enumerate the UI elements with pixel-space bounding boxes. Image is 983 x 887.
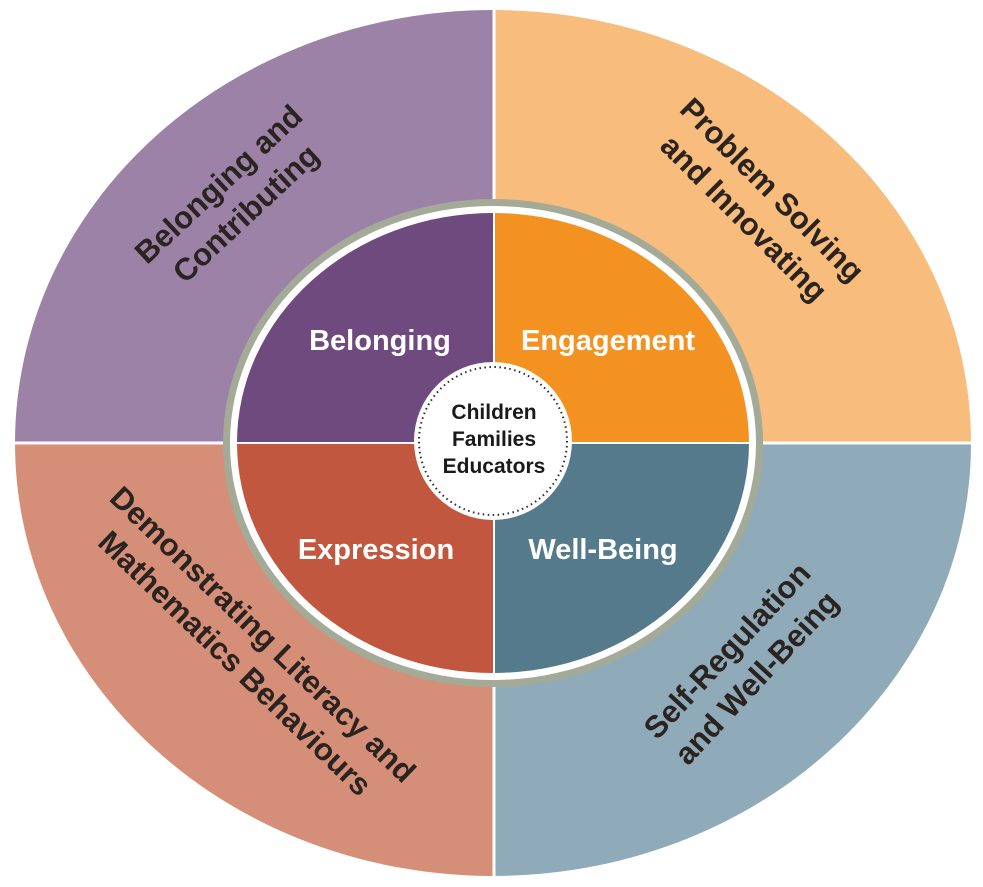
inner-label-well-being: Well-Being: [528, 534, 677, 566]
center-circle-dotted-border: [418, 366, 568, 516]
inner-label-belonging: Belonging: [309, 325, 451, 357]
inner-label-expression: Expression: [298, 534, 454, 566]
center-circle: Children Families Educators: [414, 362, 572, 520]
center-label-educators: Educators: [443, 455, 546, 478]
center-circle-fill: [414, 362, 572, 520]
inner-label-engagement: Engagement: [521, 325, 695, 357]
center-label-children: Children: [451, 401, 536, 424]
center-label-families: Families: [452, 428, 536, 451]
